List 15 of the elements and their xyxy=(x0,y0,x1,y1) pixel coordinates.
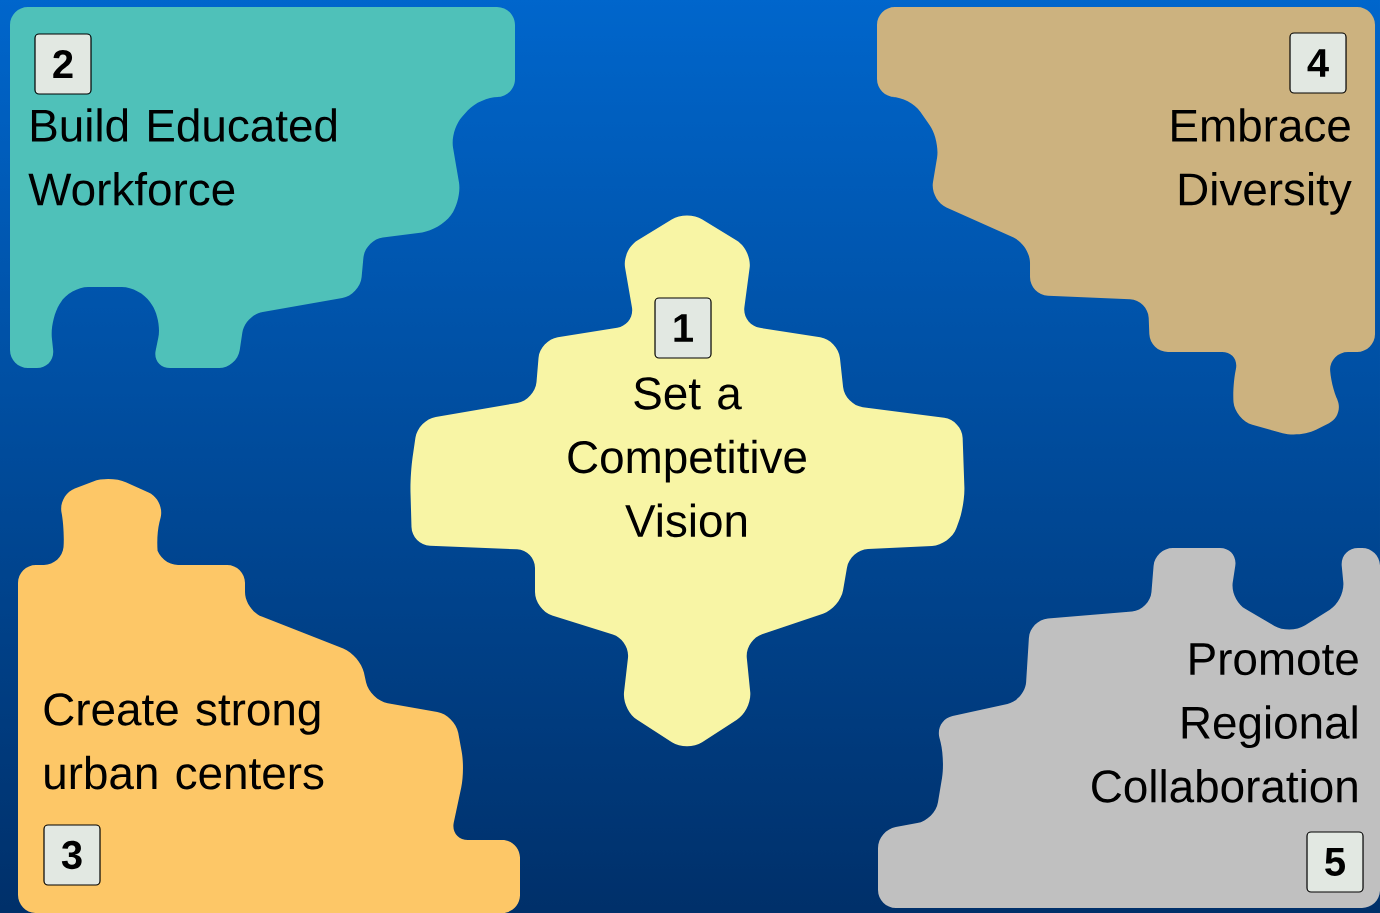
piece-label: Set a Competitive Vision xyxy=(568,377,806,538)
piece-label: Build Educated Workforce xyxy=(28,108,336,206)
number-badge: 5 xyxy=(1306,831,1364,893)
number-badge: 3 xyxy=(43,824,101,886)
number-badge: 2 xyxy=(34,33,92,95)
piece-label: Create strong urban centers xyxy=(44,693,324,790)
piece-label: Promote Regional Collaboration xyxy=(1092,643,1358,803)
puzzle-piece xyxy=(878,548,1380,908)
puzzle-piece xyxy=(410,215,965,747)
puzzle-piece xyxy=(10,7,515,368)
puzzle-piece xyxy=(877,7,1375,435)
number-badge: 4 xyxy=(1289,32,1347,94)
puzzle-piece xyxy=(18,479,520,913)
piece-label: Embrace Diversity xyxy=(1172,108,1352,215)
number-badge: 1 xyxy=(654,297,712,359)
